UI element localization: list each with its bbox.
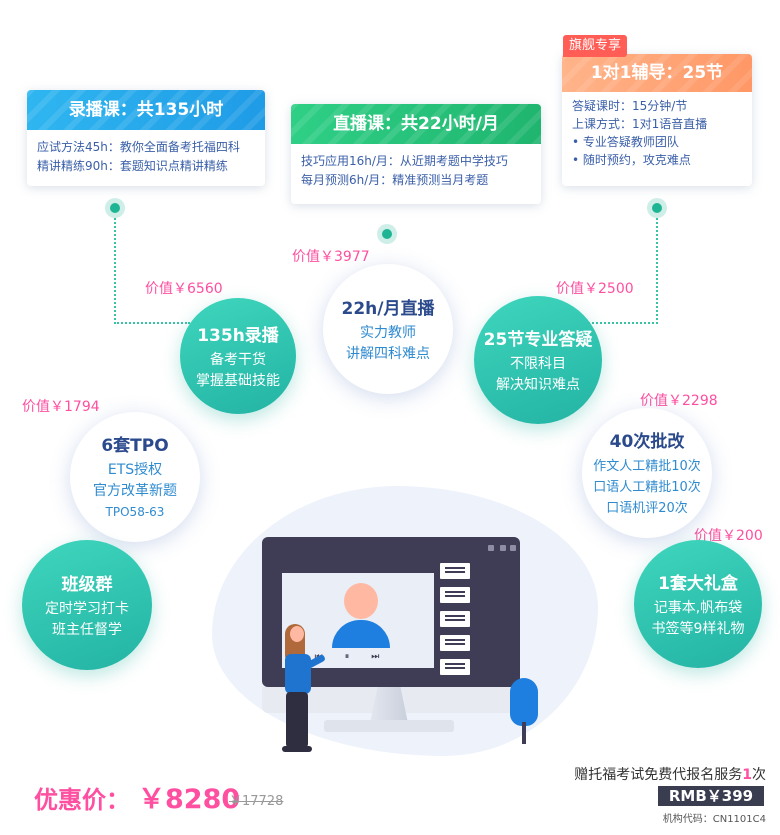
feature-line: 口语机评20次 — [606, 501, 688, 516]
feature-title: 25节专业答疑 — [483, 329, 593, 350]
tutor-card-line: 上课方式：1对1语音直播 — [572, 117, 708, 131]
feature-line: 班主任督学 — [52, 621, 122, 638]
gift-service-text: 赠托福考试免费代报名服务1次 — [574, 764, 766, 784]
connector-dot — [105, 198, 125, 218]
tutor-card-line: • 随时预约，攻克难点 — [572, 153, 691, 167]
feature-live: 22h/月直播 实力教师 讲解四科难点 — [323, 264, 453, 394]
feature-title: 135h录播 — [197, 325, 279, 346]
feature-recorded: 135h录播 备考干货 掌握基础技能 — [180, 298, 296, 414]
gift-count: 1 — [742, 767, 752, 783]
live-course-card: 直播课：共22小时/月 技巧应用16h/月：从近期考题中学技巧 每月预测6h/月… — [291, 104, 541, 204]
feature-title: 1套大礼盒 — [658, 573, 738, 594]
price-grading: 价值￥2298 — [640, 393, 718, 409]
recorded-course-card: 录播课：共135小时 应试方法45h：教你全面备考托福四科 精讲精练90h：套题… — [27, 90, 265, 186]
gift-text-suffix: 次 — [752, 767, 766, 783]
tutor-card: 1对1辅导：25节 答疑课时：15分钟/节 上课方式：1对1语音直播 • 专业答… — [562, 54, 752, 186]
connector-line — [588, 322, 658, 324]
playlist-item — [440, 659, 470, 675]
promo-label: 优惠价： — [34, 786, 130, 814]
playlist-item — [440, 611, 470, 627]
student-feet — [282, 746, 312, 752]
institution-code: 机构代码：CN1101C4 — [662, 814, 766, 825]
student-top — [285, 654, 311, 694]
feature-title: 22h/月直播 — [341, 298, 435, 319]
feature-line: 不限科目 — [510, 355, 566, 372]
recorded-card-line: 精讲精练90h：套题知识点精讲精练 — [37, 159, 228, 173]
feature-title: 40次批改 — [609, 432, 685, 452]
monitor-base — [324, 720, 454, 732]
feature-group: 班级群 定时学习打卡 班主任督学 — [22, 540, 152, 670]
pause-icon: ⏸ — [344, 652, 372, 662]
feature-line: ETS授权 — [107, 462, 163, 478]
feature-line: 实力教师 — [360, 324, 416, 341]
tutor-card-line: • 专业答疑教师团队 — [572, 135, 679, 149]
tutor-card-title: 1对1辅导：25节 — [590, 63, 724, 83]
feature-line: 书签等9样礼物 — [651, 620, 745, 637]
connector-line — [114, 218, 116, 324]
feature-line: 口语人工精批10次 — [593, 480, 701, 495]
connector-line — [114, 322, 190, 324]
feature-grading: 40次批改 作文人工精批10次 口语人工精批10次 口语机评20次 — [582, 408, 712, 538]
feature-title: 6套TPO — [101, 436, 169, 456]
student-legs — [286, 692, 308, 748]
recorded-card-title: 录播课：共135小时 — [68, 100, 224, 120]
price-qa: 价值￥2500 — [556, 281, 634, 297]
next-icon: ⏭ — [371, 652, 402, 662]
playlist-item — [440, 587, 470, 603]
promo-price: ￥8280 — [138, 784, 241, 815]
price-recorded: 价值￥6560 — [145, 281, 223, 297]
price-gift: 价值￥200 — [694, 528, 763, 544]
feature-title: 班级群 — [61, 574, 113, 595]
teacher-avatar — [344, 583, 378, 619]
feature-line: TPO58-63 — [105, 505, 165, 519]
connector-line — [656, 218, 658, 324]
price-tpo: 价值￥1794 — [22, 399, 100, 415]
feature-tpo: 6套TPO ETS授权 官方改革新题 TPO58-63 — [70, 412, 200, 542]
feature-line: 讲解四科难点 — [346, 345, 430, 362]
playlist-item — [440, 563, 470, 579]
plant-icon — [510, 678, 538, 726]
student-head — [290, 626, 304, 642]
recorded-card-line: 应试方法45h：教你全面备考托福四科 — [37, 140, 240, 154]
tutor-card-line: 答疑课时：15分钟/节 — [572, 99, 688, 113]
flagship-badge: 旗舰专享 — [563, 35, 628, 57]
playlist-item — [440, 635, 470, 651]
rmb-price-tag: RMB￥399 — [658, 786, 764, 806]
price-live: 价值￥3977 — [292, 249, 370, 265]
feature-line: 解决知识难点 — [496, 376, 580, 393]
feature-gift: 1套大礼盒 记事本,帆布袋 书签等9样礼物 — [634, 540, 762, 668]
plant-stem — [522, 722, 526, 744]
live-card-line: 每月预测6h/月：精准预测当月考题 — [301, 173, 489, 187]
feature-line: 作文人工精批10次 — [593, 459, 701, 474]
feature-line: 备考干货 — [210, 351, 266, 368]
connector-dot — [377, 224, 397, 244]
live-card-title: 直播课：共22小时/月 — [333, 114, 499, 134]
live-card-line: 技巧应用16h/月：从近期考题中学技巧 — [301, 154, 508, 168]
feature-line: 掌握基础技能 — [196, 372, 280, 389]
gift-text: 赠托福考试免费代报名服务 — [574, 767, 743, 783]
original-price: ￥17728 — [229, 794, 284, 809]
connector-dot — [647, 198, 667, 218]
monitor-stand — [370, 687, 408, 723]
feature-line: 官方改革新题 — [93, 483, 177, 499]
feature-line: 定时学习打卡 — [45, 600, 129, 617]
feature-line: 记事本,帆布袋 — [653, 599, 743, 616]
feature-qa: 25节专业答疑 不限科目 解决知识难点 — [474, 296, 602, 424]
